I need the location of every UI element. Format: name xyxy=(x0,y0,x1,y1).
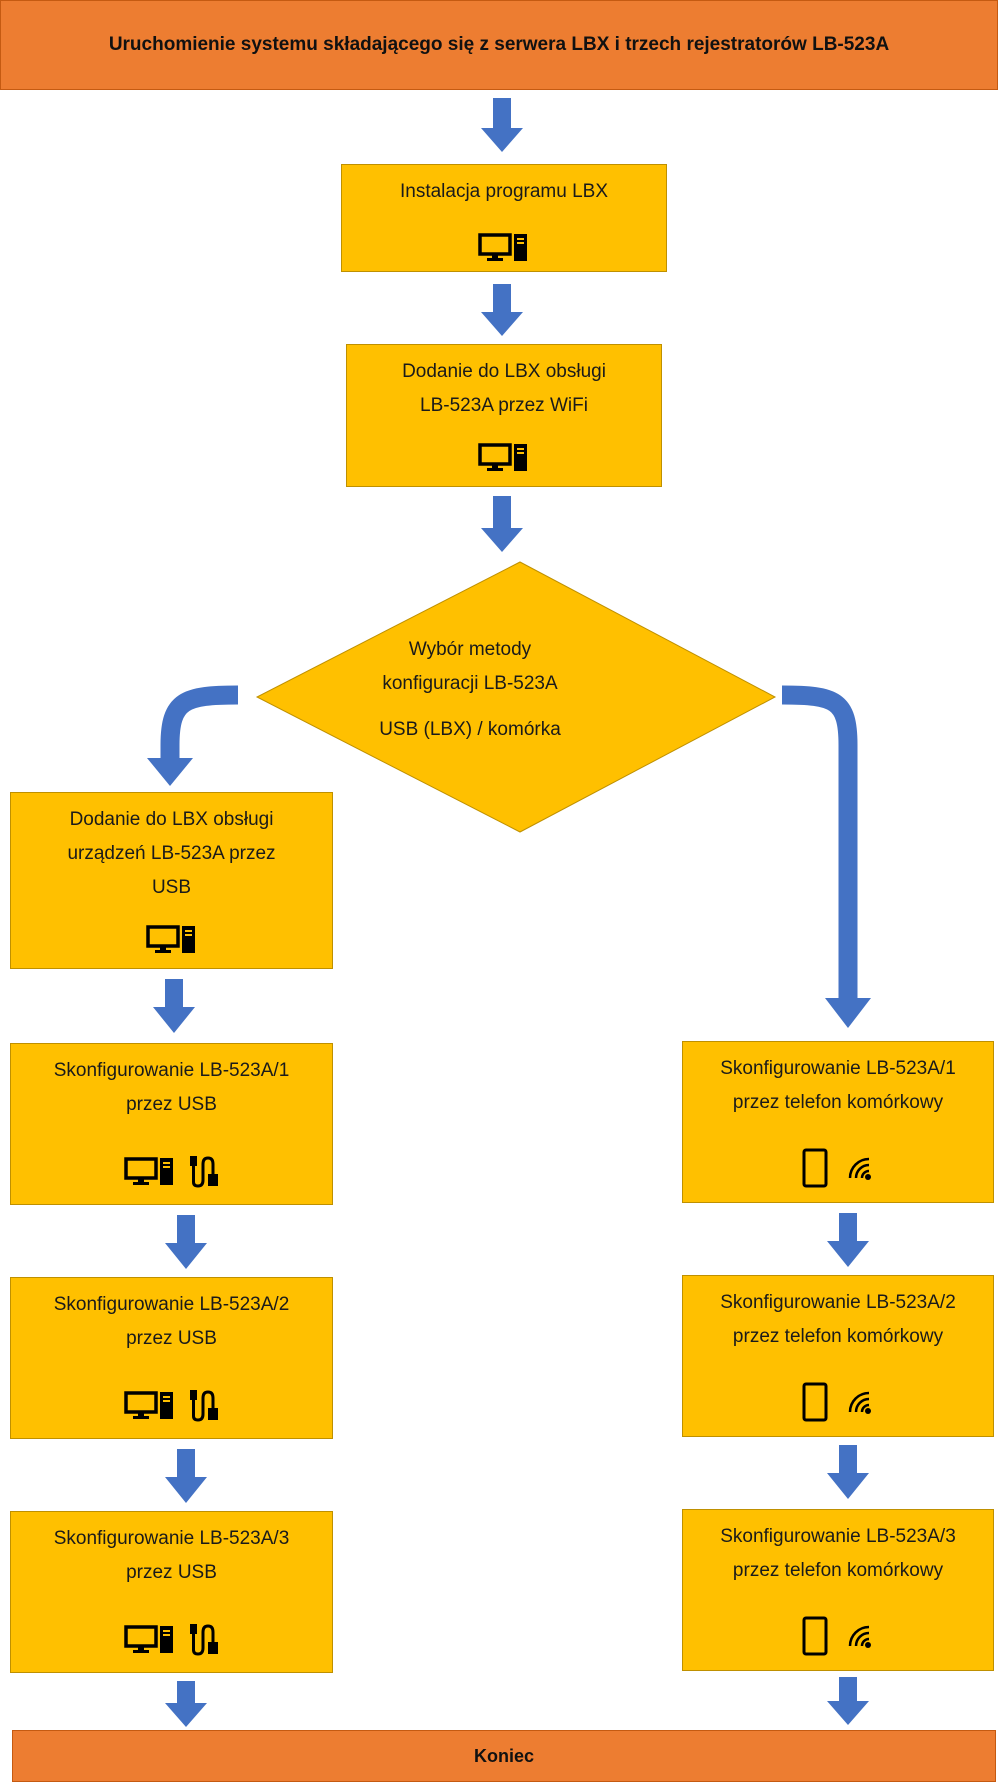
step-usb-1-line2: przez USB xyxy=(126,1094,217,1115)
step-phone-1: Skonfigurowanie LB-523A/1 przez telefon … xyxy=(682,1041,994,1203)
decision-diamond xyxy=(255,561,777,833)
arrow-wifi-to-decision xyxy=(481,496,523,552)
arrow-group xyxy=(153,98,869,1727)
step-usb-1-line1: Skonfigurowanie LB-523A/1 xyxy=(53,1060,290,1081)
arrow-usb3-to-end xyxy=(165,1681,207,1727)
arrow-install-to-wifi xyxy=(481,284,523,336)
wireless-icon xyxy=(846,1154,874,1182)
step-phone-1-line1: Skonfigurowanie LB-523A/1 xyxy=(720,1058,956,1079)
step-usb-1: Skonfigurowanie LB-523A/1 przez USB xyxy=(10,1043,333,1205)
computer-icon xyxy=(145,923,198,955)
wireless-icon xyxy=(846,1622,874,1650)
step-usb-3-line2: przez USB xyxy=(126,1562,217,1583)
computer-icon xyxy=(478,231,530,263)
step-phone-2: Skonfigurowanie LB-523A/2 przez telefon … xyxy=(682,1275,994,1437)
phone-icon xyxy=(802,1148,828,1188)
step-install-text: Instalacja programu LBX xyxy=(399,181,609,202)
wireless-icon xyxy=(846,1388,874,1416)
step-phone-2-line1: Skonfigurowanie LB-523A/2 xyxy=(720,1292,956,1313)
title-banner: Uruchomienie systemu składającego się z … xyxy=(0,0,998,90)
computer-icon xyxy=(478,441,530,473)
computer-icon xyxy=(123,1389,176,1421)
arrow-usb2-to-usb3 xyxy=(165,1449,207,1503)
step-usb-3: Skonfigurowanie LB-523A/3 przez USB xyxy=(10,1511,333,1673)
decision-text: Wybór metody konfiguracji LB-523A USB (L… xyxy=(300,633,640,747)
step-phone-2-line2: przez telefon komórkowy xyxy=(732,1326,944,1347)
step-add-usb-line1: Dodanie do LBX obsługi xyxy=(69,809,274,830)
end-banner: Koniec xyxy=(12,1730,996,1782)
step-phone-1-line2: przez telefon komórkowy xyxy=(732,1092,944,1113)
decision-line1: Wybór metody xyxy=(408,639,532,660)
step-add-wifi: Dodanie do LBX obsługi LB-523A przez WiF… xyxy=(346,344,662,487)
arrow-usb1-to-usb2 xyxy=(165,1215,207,1269)
step-add-usb: Dodanie do LBX obsługi urządzeń LB-523A … xyxy=(10,792,333,969)
end-text: Koniec xyxy=(473,1745,534,1766)
arrow-decision-to-phone xyxy=(781,685,858,1000)
arrow-phone3-to-end xyxy=(827,1677,869,1725)
usb-cable-icon xyxy=(188,1622,220,1656)
usb-cable-icon xyxy=(188,1154,220,1188)
step-phone-3-line1: Skonfigurowanie LB-523A/3 xyxy=(720,1526,956,1547)
step-add-wifi-line1: Dodanie do LBX obsługi xyxy=(402,361,606,382)
step-phone-3: Skonfigurowanie LB-523A/3 przez telefon … xyxy=(682,1509,994,1671)
computer-icon xyxy=(123,1155,176,1187)
step-add-wifi-line2: LB-523A przez WiFi xyxy=(420,395,588,416)
step-usb-2-line2: przez USB xyxy=(126,1328,217,1349)
step-usb-2-line1: Skonfigurowanie LB-523A/2 xyxy=(53,1294,290,1315)
step-usb-3-line1: Skonfigurowanie LB-523A/3 xyxy=(53,1528,290,1549)
step-phone-3-line2: przez telefon komórkowy xyxy=(732,1560,944,1581)
usb-cable-icon xyxy=(188,1388,220,1422)
computer-icon xyxy=(123,1623,176,1655)
step-install: Instalacja programu LBX xyxy=(341,164,667,272)
title-text: Uruchomienie systemu składającego się z … xyxy=(108,34,890,55)
decision-line3: USB (LBX) / komórka xyxy=(379,719,561,740)
arrow-title-to-install xyxy=(481,98,523,152)
arrow-addusb-to-usb1 xyxy=(153,979,195,1033)
phone-icon xyxy=(802,1616,828,1656)
step-add-usb-line3: USB xyxy=(151,877,192,898)
arrow-phone2-to-phone3 xyxy=(827,1445,869,1499)
step-usb-2: Skonfigurowanie LB-523A/2 przez USB xyxy=(10,1277,333,1439)
step-add-usb-line2: urządzeń LB-523A przez xyxy=(67,843,276,864)
arrow-decision-to-usb xyxy=(160,685,239,760)
arrow-phone1-to-phone2 xyxy=(827,1213,869,1267)
phone-icon xyxy=(802,1382,828,1422)
decision-line2: konfiguracji LB-523A xyxy=(382,673,558,694)
